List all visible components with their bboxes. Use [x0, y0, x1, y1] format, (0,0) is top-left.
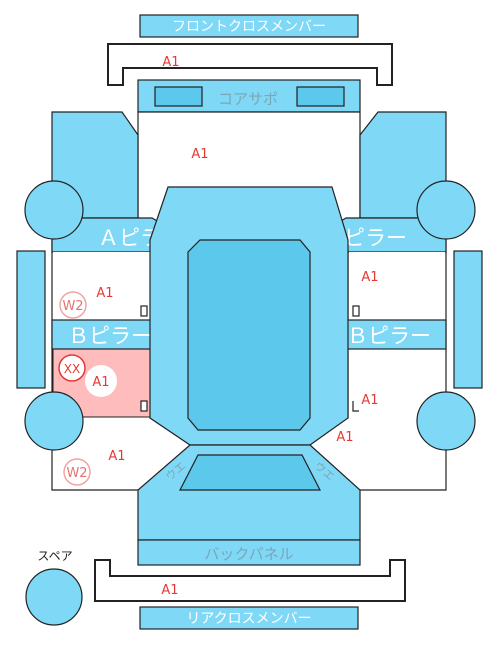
- right-rear-door-marker: [352, 401, 359, 412]
- rear-cross-member-bar: [139, 606, 359, 630]
- core-support-right-headlight: [296, 86, 345, 107]
- a1-badge-text: A1: [92, 375, 109, 390]
- core-support[interactable]: コアサポ: [137, 79, 361, 113]
- front-cross-member-grade: A1: [162, 55, 179, 70]
- front-cross-member[interactable]: フロントクロスメンバー A1: [107, 14, 393, 86]
- spare-tire[interactable]: スペア: [25, 549, 83, 626]
- left-front-door-grade: A1: [96, 286, 113, 301]
- rear-cross-member[interactable]: A1 リアクロスメンバー: [94, 559, 406, 630]
- left-rear-door-marker: [140, 400, 148, 412]
- wheel-rear-left[interactable]: [24, 391, 84, 451]
- left-rear-quarter-grade: A1: [108, 449, 125, 464]
- w2-badge-text: W2: [66, 466, 87, 481]
- xx-badge-text: XX: [64, 362, 80, 376]
- core-support-label: コアサポ: [218, 90, 278, 108]
- b-pillar-right-label: Ｂピラー: [347, 324, 431, 348]
- right-side-sill[interactable]: [453, 250, 483, 389]
- rear-cross-member-frame: [94, 559, 406, 602]
- wheel-front-right[interactable]: [416, 180, 476, 240]
- rear-cross-member-label: リアクロスメンバー: [186, 611, 311, 627]
- wheel-front-left[interactable]: [24, 180, 84, 240]
- w2-badge-text: W2: [62, 299, 83, 314]
- rear-cross-member-grade: A1: [161, 583, 178, 598]
- b-pillar-left-label: Ｂピラー: [68, 324, 152, 348]
- right-front-door-marker: [352, 305, 360, 317]
- back-panel-label: バックパネル: [204, 545, 293, 563]
- w2-badge-circle: [63, 458, 91, 486]
- left-front-door-marker: [140, 305, 148, 317]
- front-cross-member-bar: [139, 14, 359, 38]
- front-cross-member-frame: [107, 43, 393, 86]
- left-side-sill[interactable]: [16, 250, 46, 389]
- right-front-door[interactable]: [349, 252, 445, 320]
- core-support-area-grade: A1: [191, 147, 208, 162]
- w2-badge-left-rear-quarter[interactable]: W2: [63, 458, 91, 486]
- xx-badge-left-rear[interactable]: XX: [58, 354, 86, 382]
- front-cross-member-label: フロントクロスメンバー: [172, 19, 326, 35]
- w2-badge-left-front[interactable]: W2: [59, 291, 87, 319]
- right-front-door-grade: A1: [361, 270, 378, 285]
- a1-badge-left-rear[interactable]: A1: [85, 365, 117, 397]
- back-panel-bar: [137, 539, 361, 566]
- xx-badge-circle: [58, 354, 86, 382]
- right-rear-quarter-grade: A1: [336, 430, 353, 445]
- right-rear-door-grade: A1: [361, 393, 378, 408]
- core-support-left-headlight: [154, 86, 203, 107]
- spare-wheel: [25, 568, 83, 626]
- spare-label: スペア: [37, 549, 72, 563]
- w2-badge-circle: [59, 291, 87, 319]
- roof-inner: [187, 239, 311, 431]
- wheel-rear-right[interactable]: [416, 391, 476, 451]
- back-panel[interactable]: バックパネル: [137, 539, 361, 566]
- a1-badge-circle: [85, 365, 117, 397]
- rear-trunk-lid: [179, 454, 321, 491]
